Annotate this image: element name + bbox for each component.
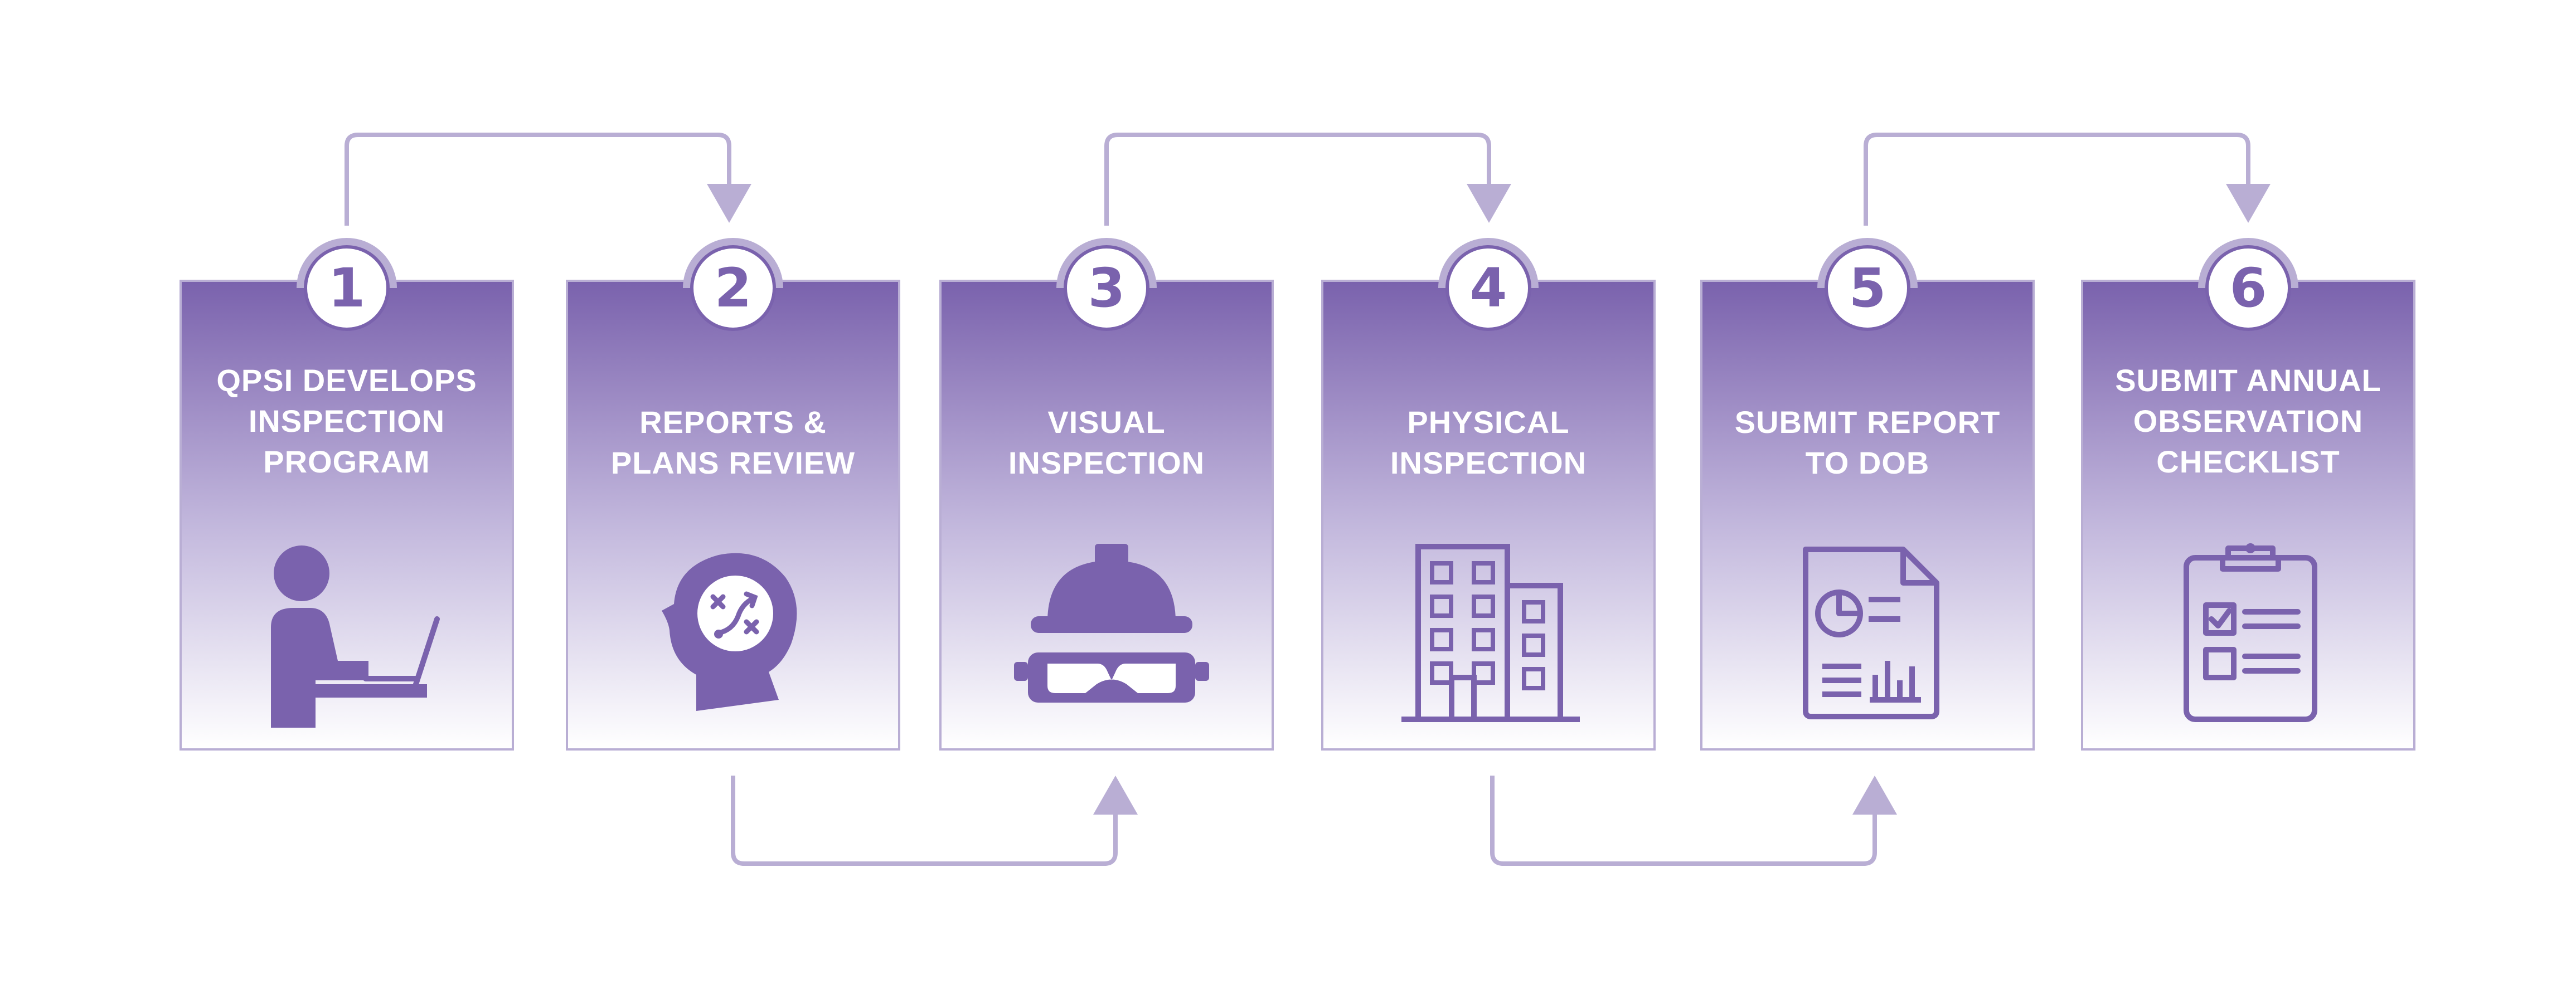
connector-3-to-4: [1104, 133, 1491, 226]
step-card-5: SUBMIT REPORT TO DOB: [1700, 280, 2035, 751]
arrow-head-up-5: [1852, 776, 1897, 815]
step-number-5: 5: [1849, 257, 1886, 319]
step-title-6: SUBMIT ANNUAL OBSERVATION CHECKLIST: [2115, 363, 2381, 479]
step-card-2: REPORTS & PLANS REVIEW: [566, 280, 900, 751]
step-badge-3: 3: [1056, 238, 1157, 338]
hardhat-goggles-icon: [1008, 538, 1209, 728]
step-number-6: 6: [2229, 257, 2267, 319]
step-title-2: REPORTS & PLANS REVIEW: [610, 405, 856, 480]
step-number-3: 3: [1088, 257, 1126, 319]
building-icon: [1390, 538, 1591, 728]
head-strategy-icon: [635, 538, 836, 728]
step-badge-6: 6: [2198, 238, 2298, 338]
step-badge-4: 4: [1438, 238, 1539, 338]
step-title-5: SUBMIT REPORT TO DOB: [1734, 405, 2001, 480]
step-number-1: 1: [328, 257, 366, 319]
person-laptop-icon: [249, 538, 449, 728]
step-card-6: SUBMIT ANNUAL OBSERVATION CHECKLIST: [2081, 280, 2415, 751]
step-title-3: VISUAL INSPECTION: [1008, 405, 1205, 480]
step-badge-2: 2: [683, 238, 783, 338]
connector-4-to-5: [1490, 776, 1877, 866]
step-badge-5: 5: [1817, 238, 1918, 338]
step-title-1: QPSI DEVELOPS INSPECTION PROGRAM: [216, 363, 477, 479]
arrow-head-down-4: [1467, 184, 1511, 223]
arrow-head-down-6: [2226, 184, 2271, 223]
connector-2-to-3: [731, 776, 1118, 866]
connector-1-to-2: [345, 133, 731, 226]
step-card-1: QPSI DEVELOPS INSPECTION PROGRAM: [180, 280, 514, 751]
clipboard-checklist-icon: [2150, 538, 2351, 728]
report-document-icon: [1769, 538, 1970, 728]
step-card-4: PHYSICAL INSPECTION: [1321, 280, 1656, 751]
step-badge-1: 1: [297, 238, 397, 338]
arrow-head-down-2: [707, 184, 751, 223]
arrow-head-up-3: [1093, 776, 1138, 815]
step-card-3: VISUAL INSPECTION: [939, 280, 1274, 751]
step-title-4: PHYSICAL INSPECTION: [1390, 405, 1587, 480]
step-number-2: 2: [714, 257, 752, 319]
step-number-4: 4: [1469, 257, 1507, 319]
connector-5-to-6: [1864, 133, 2250, 226]
